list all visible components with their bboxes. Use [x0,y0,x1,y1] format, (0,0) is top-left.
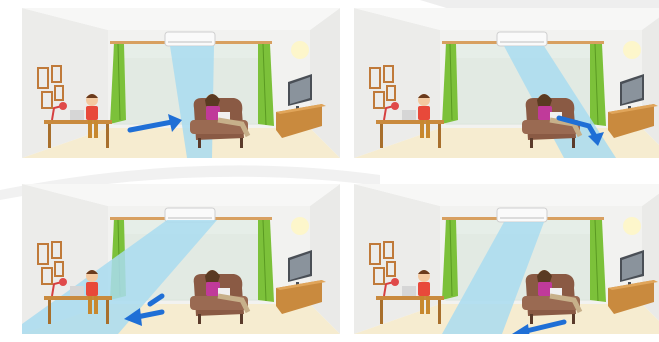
laptop [402,286,416,296]
ceiling-light [623,41,641,59]
room-scene [354,8,659,158]
laptop [70,110,84,120]
ceiling-light [291,41,309,59]
laptop [402,110,416,120]
room-scene [22,184,340,334]
laptop [70,286,84,296]
room-scene [22,8,340,158]
air-conditioner [497,32,547,46]
scene-panel-2 [354,8,659,158]
scene-panel-1 [22,8,340,158]
air-conditioner [165,208,215,222]
air-conditioner [497,208,547,222]
room-scene [354,184,659,334]
ceiling-light [623,217,641,235]
scene-panel-3 [22,184,340,334]
scene-panel-4 [354,184,659,334]
air-conditioner [165,32,215,46]
ceiling-light [291,217,309,235]
